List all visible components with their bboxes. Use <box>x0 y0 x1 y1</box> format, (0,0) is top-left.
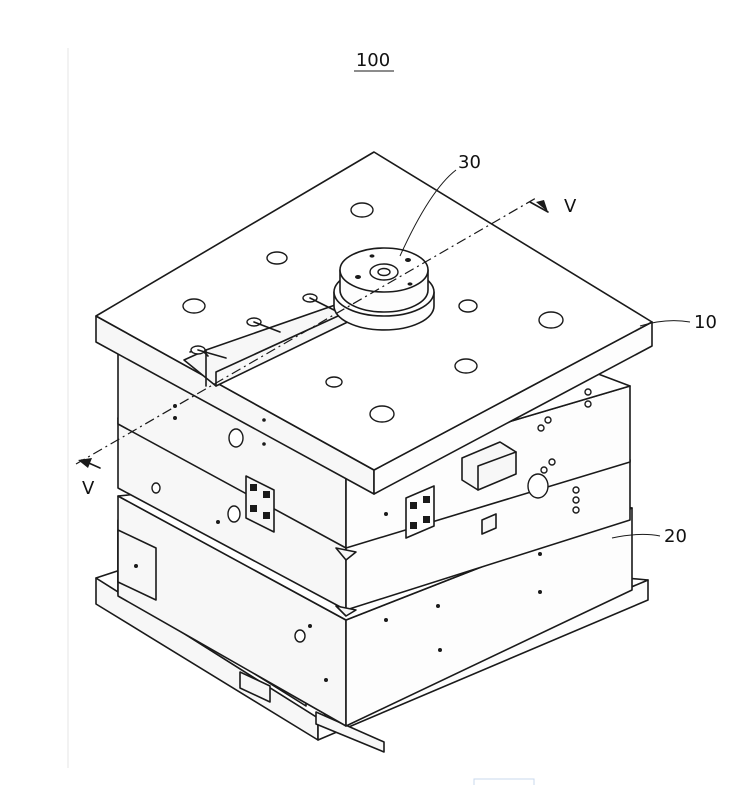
sprue-bushing <box>333 247 435 331</box>
interlock-block-left <box>245 475 275 533</box>
label-sprue-bushing: 30 <box>458 152 481 173</box>
section-label-lower: V <box>82 478 95 499</box>
label-top-plate: 10 <box>694 312 717 333</box>
section-line-v-v <box>75 197 549 469</box>
assembly-label: 100 <box>356 50 390 71</box>
top-plate-holes <box>182 202 564 423</box>
interlock-block-right <box>405 485 435 539</box>
section-label-upper: V <box>564 196 577 217</box>
label-lower-body: 20 <box>664 526 687 547</box>
leader-lines <box>399 169 691 539</box>
right-face-details <box>384 388 592 652</box>
left-face-details <box>134 404 328 682</box>
runner-channel <box>183 293 361 387</box>
cropped-mark <box>473 778 535 785</box>
